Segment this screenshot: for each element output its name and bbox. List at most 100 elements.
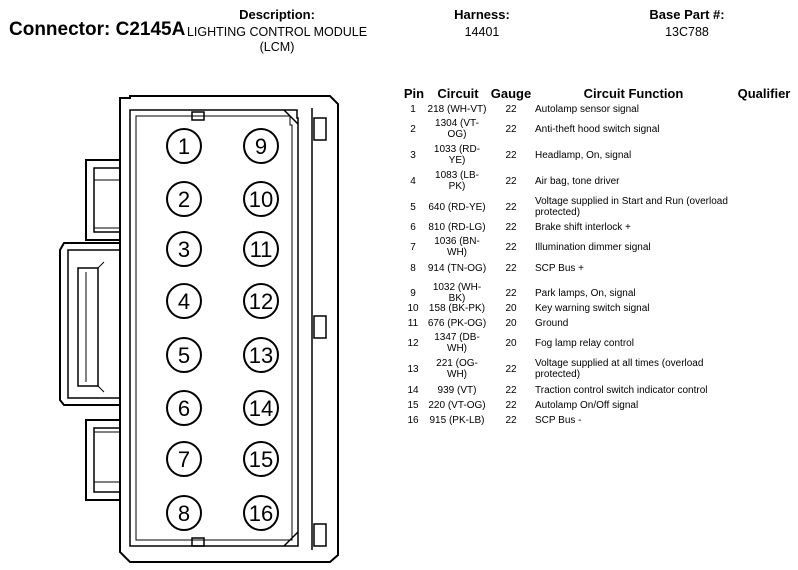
pin-1-circle xyxy=(166,128,202,164)
pin-cell: 7 xyxy=(410,241,416,253)
pin-3-label: 3 xyxy=(178,237,190,262)
pin-2-label: 2 xyxy=(178,187,190,212)
pin-4-circle xyxy=(166,283,202,319)
circuit-cell: 1036 (BN-WH) xyxy=(434,236,480,258)
gauge-cell: 22 xyxy=(505,363,517,375)
pin-cell: 13 xyxy=(407,363,419,375)
pin-cell: 9 xyxy=(410,287,416,299)
circuit-cell: 158 (BK-PK) xyxy=(428,302,486,314)
pin-12-label: 12 xyxy=(249,289,273,314)
function-cell: Air bag, tone driver xyxy=(535,175,620,187)
circuit-cell: 939 (VT) xyxy=(437,384,477,396)
function-cell: Key warning switch signal xyxy=(535,302,650,314)
gauge-cell: 20 xyxy=(505,337,517,349)
circuit-cell: 220 (VT-OG) xyxy=(428,399,486,411)
harness-label: Harness: xyxy=(454,7,510,22)
pin-2-circle xyxy=(166,181,202,217)
circuit-cell: 218 (WH-VT) xyxy=(427,103,487,115)
pin-6-circle xyxy=(166,390,202,426)
pin-1-label: 1 xyxy=(178,134,190,159)
function-cell: Anti-theft hood switch signal xyxy=(535,123,660,135)
function-cell: Park lamps, On, signal xyxy=(535,287,636,299)
gauge-cell: 22 xyxy=(505,175,517,187)
function-cell: SCP Bus + xyxy=(535,262,585,274)
pin-cell: 12 xyxy=(407,337,419,349)
pin-3-circle xyxy=(166,231,202,267)
description-value: LIGHTING CONTROL MODULE (LCM) xyxy=(186,25,368,54)
function-cell: Fog lamp relay control xyxy=(535,337,634,349)
pin-8-label: 8 xyxy=(178,501,190,526)
pin-cell: 6 xyxy=(410,221,416,233)
pin-cell: 2 xyxy=(410,123,416,135)
gauge-cell: 22 xyxy=(505,241,517,253)
column-header-circuit-function: Circuit Function xyxy=(583,86,684,101)
base-part-label: Base Part #: xyxy=(649,7,725,22)
function-cell: Traction control switch indicator contro… xyxy=(535,384,708,396)
gauge-cell: 20 xyxy=(505,317,517,329)
pin-cell: 11 xyxy=(407,317,419,329)
pin-7-label: 7 xyxy=(178,447,190,472)
column-header-qualifier: Qualifier xyxy=(737,86,791,101)
pin-14-label: 14 xyxy=(249,396,273,421)
pin-7-circle xyxy=(166,441,202,477)
pin-cell: 16 xyxy=(407,414,419,426)
circuit-cell: 1033 (RD-YE) xyxy=(433,144,481,166)
pin-6-label: 6 xyxy=(178,396,190,421)
circuit-cell: 640 (RD-YE) xyxy=(428,201,486,213)
pin-cell: 10 xyxy=(407,302,419,314)
gauge-cell: 22 xyxy=(505,123,517,135)
gauge-cell: 20 xyxy=(505,302,517,314)
connector-housing xyxy=(59,95,339,563)
function-cell: Voltage supplied in Start and Run (overl… xyxy=(535,196,728,218)
function-cell: Headlamp, On, signal xyxy=(535,149,632,161)
function-cell: Ground xyxy=(535,317,569,329)
pin-10-circle xyxy=(243,181,279,217)
circuit-cell: 1083 (LB-PK) xyxy=(435,170,479,192)
harness-value: 14401 xyxy=(464,25,500,39)
pin-16-label: 16 xyxy=(249,501,273,526)
pin-12-circle xyxy=(243,283,279,319)
gauge-cell: 22 xyxy=(505,149,517,161)
function-cell: Voltage supplied at all times (overload … xyxy=(535,358,704,380)
gauge-cell: 22 xyxy=(505,103,517,115)
pin-13-circle xyxy=(243,337,279,373)
gauge-cell: 22 xyxy=(505,201,517,213)
circuit-cell: 1347 (DB-WH) xyxy=(434,332,480,354)
pin-9-circle xyxy=(243,128,279,164)
function-cell: SCP Bus - xyxy=(535,414,582,426)
pin-15-circle xyxy=(243,441,279,477)
gauge-cell: 22 xyxy=(505,414,517,426)
pin-4-label: 4 xyxy=(178,289,190,314)
pin-11-circle xyxy=(243,231,279,267)
circuit-cell: 915 (PK-LB) xyxy=(429,414,485,426)
circuit-cell: 221 (OG-WH) xyxy=(436,358,478,380)
pin-15-label: 15 xyxy=(249,447,273,472)
column-header-circuit: Circuit xyxy=(437,86,479,101)
function-cell: Illumination dimmer signal xyxy=(535,241,651,253)
circuit-cell: 676 (PK-OG) xyxy=(427,317,487,329)
pin-5-label: 5 xyxy=(178,343,190,368)
gauge-cell: 22 xyxy=(505,287,517,299)
gauge-cell: 22 xyxy=(505,221,517,233)
base-part-value: 13C788 xyxy=(665,25,709,39)
pin-cell: 1 xyxy=(410,103,416,115)
function-cell: Brake shift interlock + xyxy=(535,221,631,233)
function-cell: Autolamp On/Off signal xyxy=(535,399,639,411)
pin-9-label: 9 xyxy=(255,134,267,159)
circuit-cell: 1032 (WH-BK) xyxy=(432,282,482,304)
gauge-cell: 22 xyxy=(505,399,517,411)
gauge-cell: 22 xyxy=(505,384,517,396)
pin-10-label: 10 xyxy=(249,187,273,212)
description-label: Description: xyxy=(239,7,315,22)
function-cell: Autolamp sensor signal xyxy=(535,103,639,115)
circuit-cell: 1304 (VT-OG) xyxy=(435,118,479,140)
pin-cell: 4 xyxy=(410,175,416,187)
circuit-cell: 914 (TN-OG) xyxy=(427,262,487,274)
pin-5-circle xyxy=(166,337,202,373)
column-header-pin: Pin xyxy=(403,86,425,101)
circuit-cell: 810 (RD-LG) xyxy=(428,221,486,233)
pin-cell: 15 xyxy=(407,399,419,411)
pin-13-label: 13 xyxy=(249,343,273,368)
pin-cell: 5 xyxy=(410,201,416,213)
